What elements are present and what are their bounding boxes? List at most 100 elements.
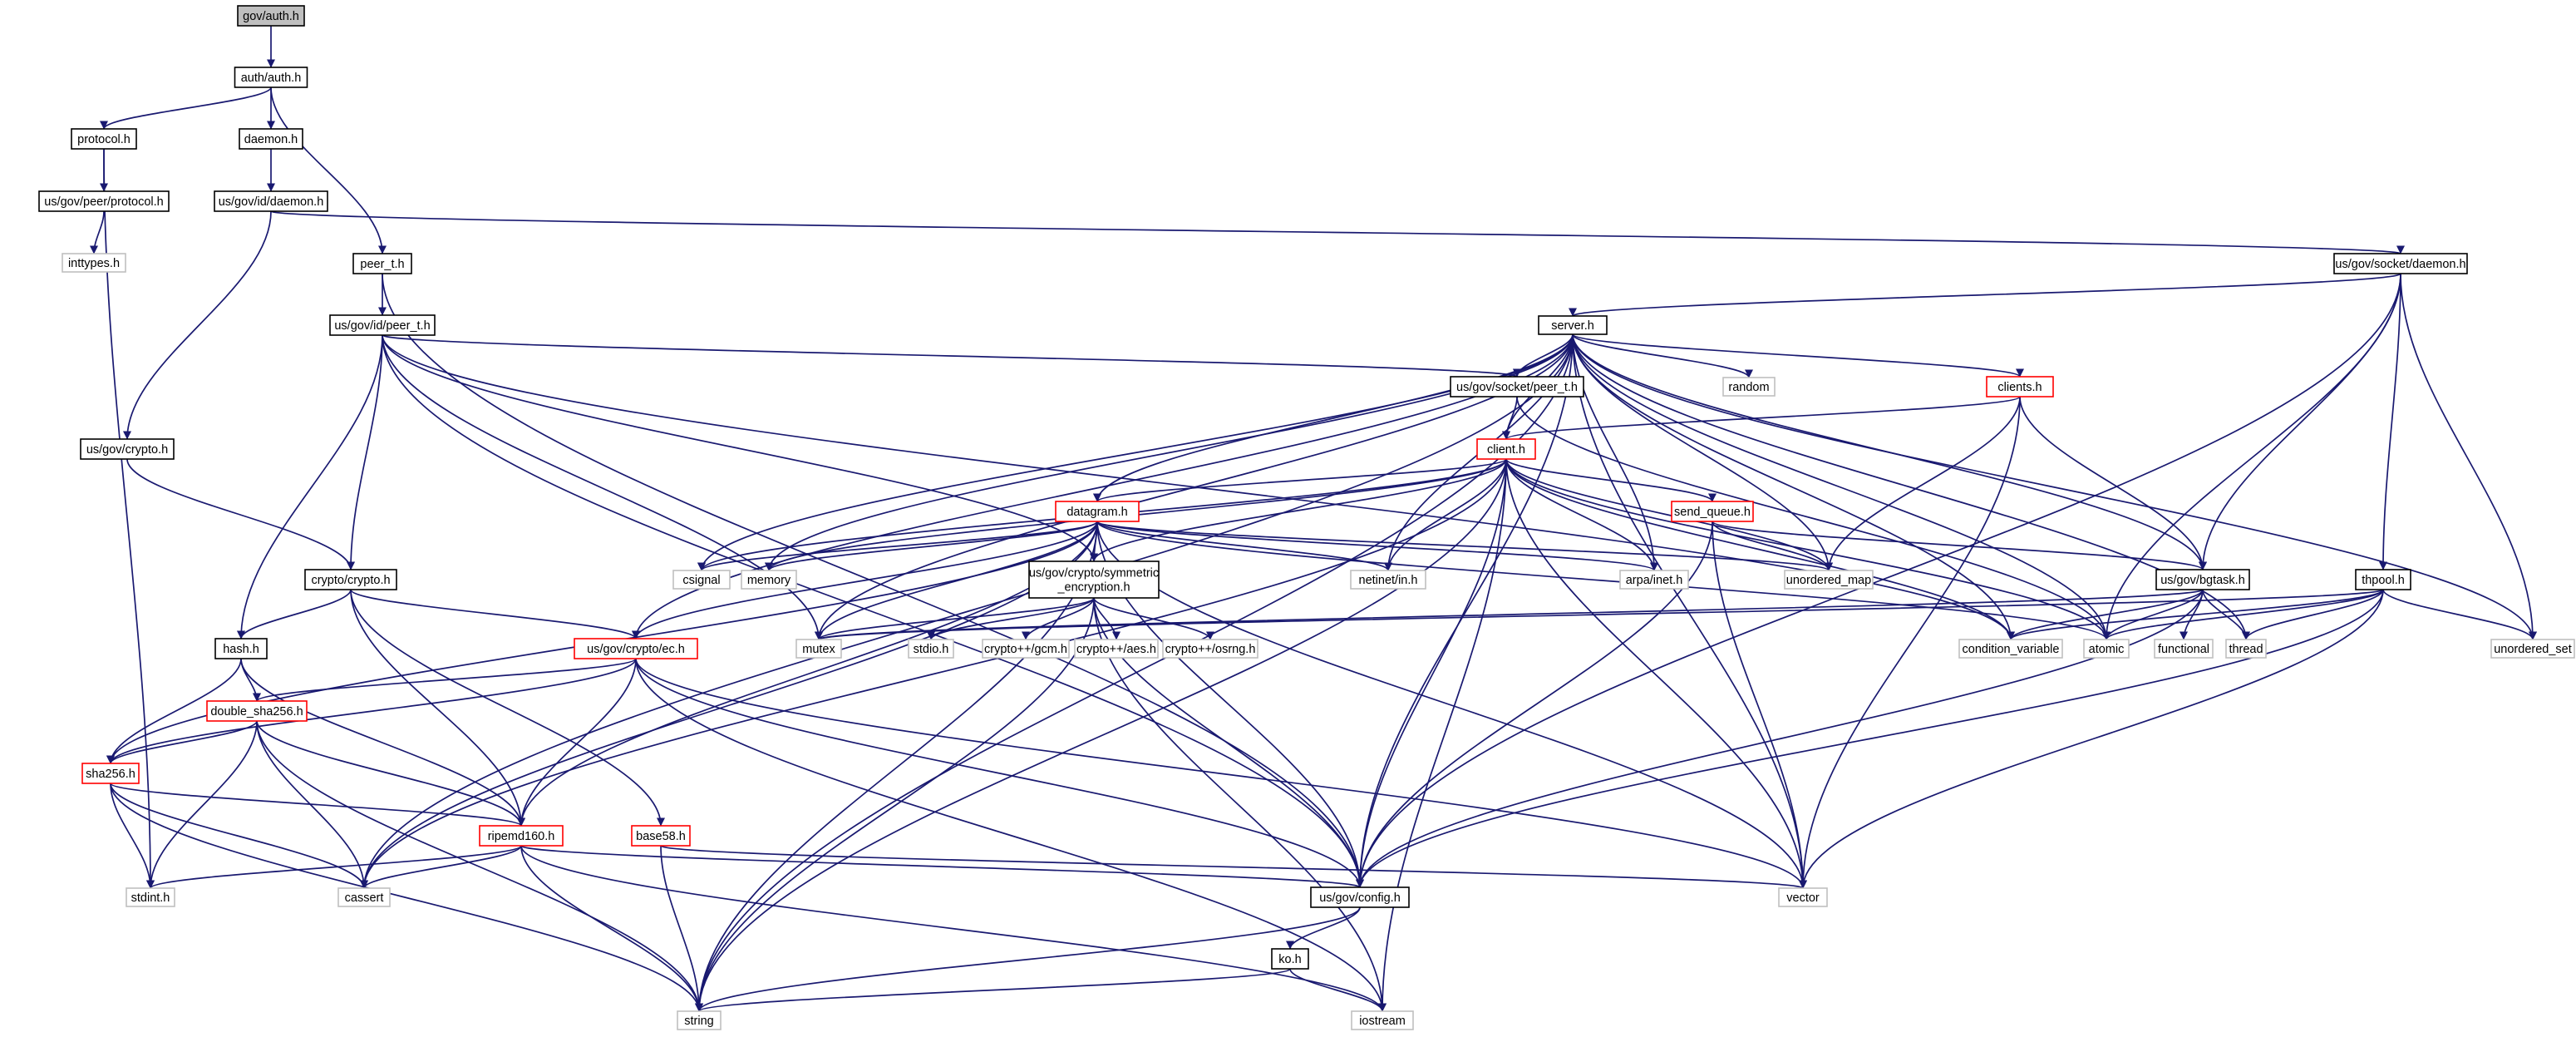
edge-line <box>2379 273 2401 570</box>
edge-line <box>146 720 258 889</box>
node-datagram-h[interactable]: datagram.h <box>1055 501 1140 522</box>
edge-line <box>1096 521 1392 571</box>
node-label: cassert <box>345 891 384 905</box>
node-label: base58.h <box>636 830 686 843</box>
edge-clients_h-to-client_h <box>1502 396 2021 440</box>
edge-clients_h-to-vector <box>1799 396 2021 889</box>
node-socket-daemon[interactable]: us/gov/socket/daemon.h <box>2333 253 2468 274</box>
edge-ec_h-to-config <box>635 658 1364 888</box>
edge-gov_crypto_h-to-crypto_crypto <box>126 458 355 570</box>
edge-line <box>927 597 1095 640</box>
node-clients-h[interactable]: clients.h <box>1986 376 2054 398</box>
node-label: crypto/crypto.h <box>311 574 390 587</box>
node-box <box>329 314 436 336</box>
edge-ripemd-to-string <box>520 845 703 1012</box>
node-id-peer-t[interactable]: us/gov/id/peer_t.h <box>329 314 436 336</box>
node-label: gov/auth.h <box>243 10 299 23</box>
node-daemon-h[interactable]: daemon.h <box>239 128 303 150</box>
node-config[interactable]: us/gov/config.h <box>1310 886 1410 908</box>
node-functional: functional <box>2154 639 2214 659</box>
node-memory: memory <box>741 570 797 590</box>
edge-send_queue-to-bgtask <box>1712 521 2207 570</box>
node-double-sha[interactable]: double_sha256.h <box>206 700 308 722</box>
node-sha256[interactable]: sha256.h <box>81 763 140 784</box>
node-bgtask[interactable]: us/gov/bgtask.h <box>2155 569 2250 590</box>
edge-line <box>1090 458 1507 562</box>
edge-client_h-to-arpa <box>1505 458 1658 571</box>
node-ripemd[interactable]: ripemd160.h <box>479 825 564 847</box>
edge-line <box>765 333 1574 571</box>
edge-line <box>270 86 387 254</box>
node-label: thread <box>2229 643 2263 656</box>
node-atomic: atomic <box>2083 639 2130 659</box>
node-thpool[interactable]: thpool.h <box>2355 569 2411 590</box>
node-label: datagram.h <box>1066 506 1127 519</box>
edge-ec_h-to-iostream <box>635 658 1387 1012</box>
edge-line <box>1096 521 1833 571</box>
node-hash-h[interactable]: hash.h <box>214 638 268 659</box>
node-peer-t[interactable]: peer_t.h <box>352 253 412 274</box>
edge-ripemd-to-cassert <box>360 845 522 889</box>
edge-server_h-to-config <box>1356 333 1574 888</box>
node-label: random <box>1728 381 1769 394</box>
node-label: crypto++/osrng.h <box>1165 643 1256 656</box>
node-label: auth/auth.h <box>241 72 302 85</box>
edge-id_daemon-to-socket_daemon <box>270 210 2404 254</box>
node-label: thpool.h <box>2362 574 2405 587</box>
edge-double_sha-to-ripemd <box>256 720 525 827</box>
edge-crypto_crypto-to-ripemd <box>350 589 525 827</box>
edge-line <box>110 783 525 827</box>
node-label: mutex <box>802 643 835 656</box>
node-ko-h[interactable]: ko.h <box>1271 948 1309 970</box>
node-box <box>1476 438 1536 460</box>
edge-line <box>697 333 1574 571</box>
edge-line <box>1502 396 1518 440</box>
node-send-queue[interactable]: send_queue.h <box>1671 501 1754 522</box>
node-box <box>214 638 268 659</box>
node-box <box>2355 569 2411 590</box>
node-peer-protocol[interactable]: us/gov/peer/protocol.h <box>38 190 170 212</box>
node-base58[interactable]: base58.h <box>631 825 691 847</box>
node-box <box>1271 948 1309 970</box>
edge-line <box>270 210 2404 254</box>
node-socket-peer-t[interactable]: us/gov/socket/peer_t.h <box>1450 376 1584 398</box>
edge-client_h-to-sym_enc <box>1090 458 1507 562</box>
node-sym-enc[interactable]: us/gov/crypto/symmetric_encryption.h <box>1028 560 1160 599</box>
node-protocol-h[interactable]: protocol.h <box>71 128 137 150</box>
edge-line <box>1505 458 1658 571</box>
edge-line <box>520 845 1364 888</box>
edge-line <box>1286 906 1361 950</box>
node-label: us/gov/config.h <box>1319 891 1401 905</box>
edge-line <box>1505 458 1717 502</box>
edge-line <box>1572 333 2111 640</box>
edge-server_h-to-csignal <box>697 333 1574 571</box>
edge-thpool-to-mutex <box>815 589 2384 640</box>
node-label: server.h <box>1551 319 1594 333</box>
edge-datagram_h-to-memory <box>765 521 1098 571</box>
node-ec-h[interactable]: us/gov/crypto/ec.h <box>574 638 698 659</box>
node-server-h[interactable]: server.h <box>1538 315 1608 335</box>
edge-line <box>1572 333 2024 378</box>
node-box <box>62 253 126 273</box>
edge-sym_enc-to-gcm <box>1022 597 1095 640</box>
node-label: arpa/inet.h <box>1626 574 1683 587</box>
edge-client_h-to-cassert <box>360 458 1507 889</box>
edge-line <box>382 334 1521 378</box>
node-label: us/gov/crypto/symmetric <box>1029 567 1159 580</box>
edge-line <box>110 783 155 889</box>
node-id-daemon[interactable]: us/gov/id/daemon.h <box>214 190 328 212</box>
node-iostream: iostream <box>1351 1010 1414 1030</box>
node-gov-auth[interactable]: gov/auth.h <box>237 5 305 27</box>
edge-socket_daemon-to-atomic <box>2102 273 2401 640</box>
edge-hash_h-to-sha256 <box>106 658 242 764</box>
edge-thpool-to-thread <box>2242 589 2384 640</box>
node-netinet: netinet/in.h <box>1350 570 1426 590</box>
edge-server_h-to-unordered_set <box>1572 333 2537 640</box>
node-label: _encryption.h <box>1057 581 1130 595</box>
node-auth-auth[interactable]: auth/auth.h <box>234 67 308 88</box>
edge-line <box>1356 458 1507 888</box>
node-crypto-crypto[interactable]: crypto/crypto.h <box>304 569 397 590</box>
node-label: memory <box>747 574 791 587</box>
node-client-h[interactable]: client.h <box>1476 438 1536 460</box>
node-gov-crypto-h[interactable]: us/gov/crypto.h <box>80 438 175 460</box>
